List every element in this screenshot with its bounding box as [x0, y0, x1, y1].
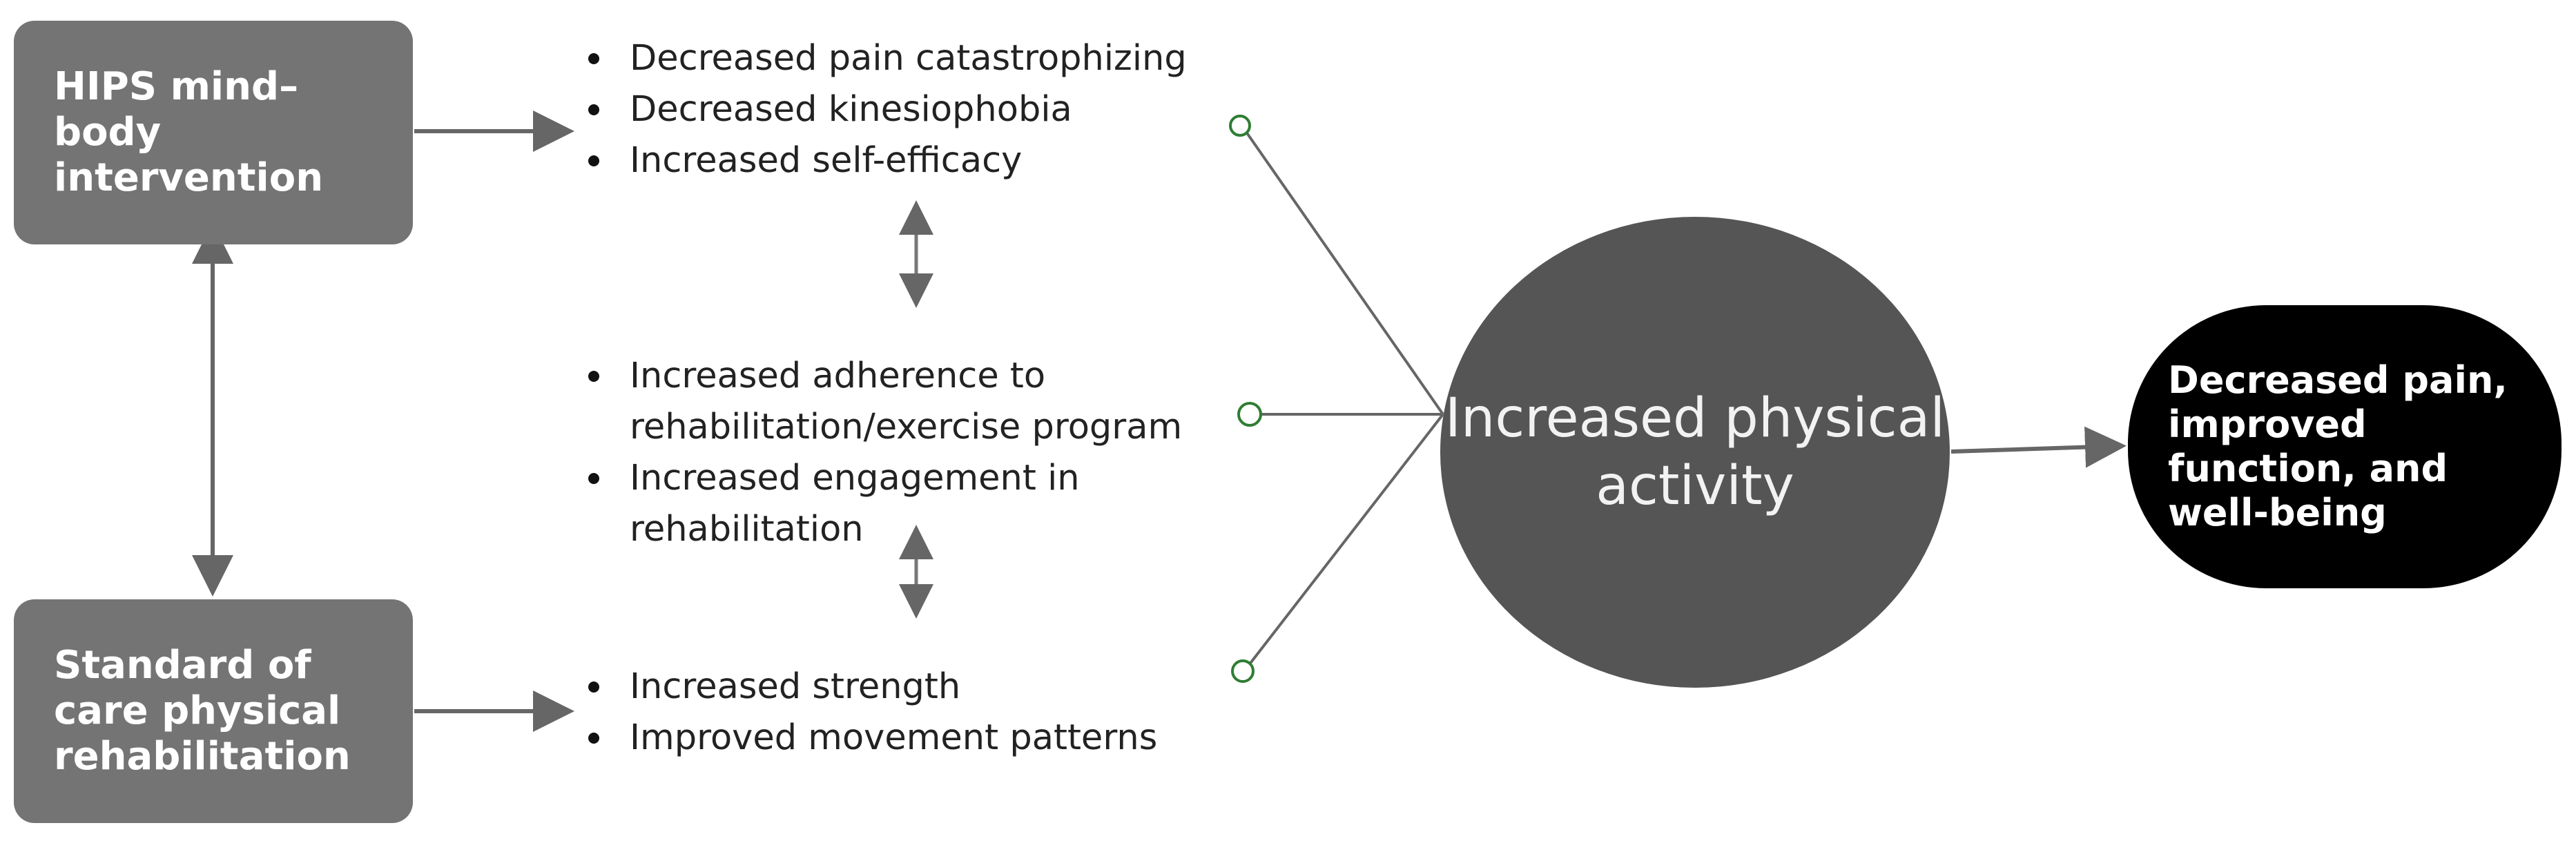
list-item: Increased adherence to rehabilitation/ex… [581, 351, 1203, 453]
connector-top [1241, 126, 1444, 416]
hips-intervention-label: HIPS mind–body intervention [54, 64, 324, 200]
hips-intervention-box: HIPS mind–body intervention [14, 21, 413, 244]
connector-dot-top [1229, 115, 1251, 137]
physical-activity-node: Increased physical activity [1440, 217, 1950, 688]
psychological-outcomes-list: Decreased pain catastrophizing Decreased… [581, 33, 1203, 186]
final-outcome-node: Decreased pain, improved function, and w… [2128, 305, 2562, 588]
list-item: Increased self-efficacy [581, 135, 1203, 186]
connector-bottom [1243, 413, 1444, 673]
list-item: Improved movement patterns [581, 713, 1203, 764]
list-item: Decreased kinesiophobia [581, 84, 1203, 135]
list-item: Decreased pain catastrophizing [581, 33, 1203, 84]
physical-activity-label: Increased physical activity [1444, 387, 1946, 517]
list-item: Increased engagement in rehabilitation [581, 453, 1203, 555]
engagement-outcomes-list: Increased adherence to rehabilitation/ex… [581, 351, 1203, 555]
standard-care-label: Standard of care physical rehabilitation [54, 643, 351, 779]
list-item: Increased strength [581, 661, 1203, 713]
final-outcome-label: Decreased pain, improved function, and w… [2168, 358, 2508, 534]
physical-outcomes-list: Increased strength Improved movement pat… [581, 661, 1203, 764]
connector-dot-bottom [1231, 659, 1255, 683]
connector-dot-middle [1237, 402, 1262, 427]
standard-care-box: Standard of care physical rehabilitation [14, 599, 413, 823]
arrow-activity-to-outcome [1950, 426, 2127, 468]
